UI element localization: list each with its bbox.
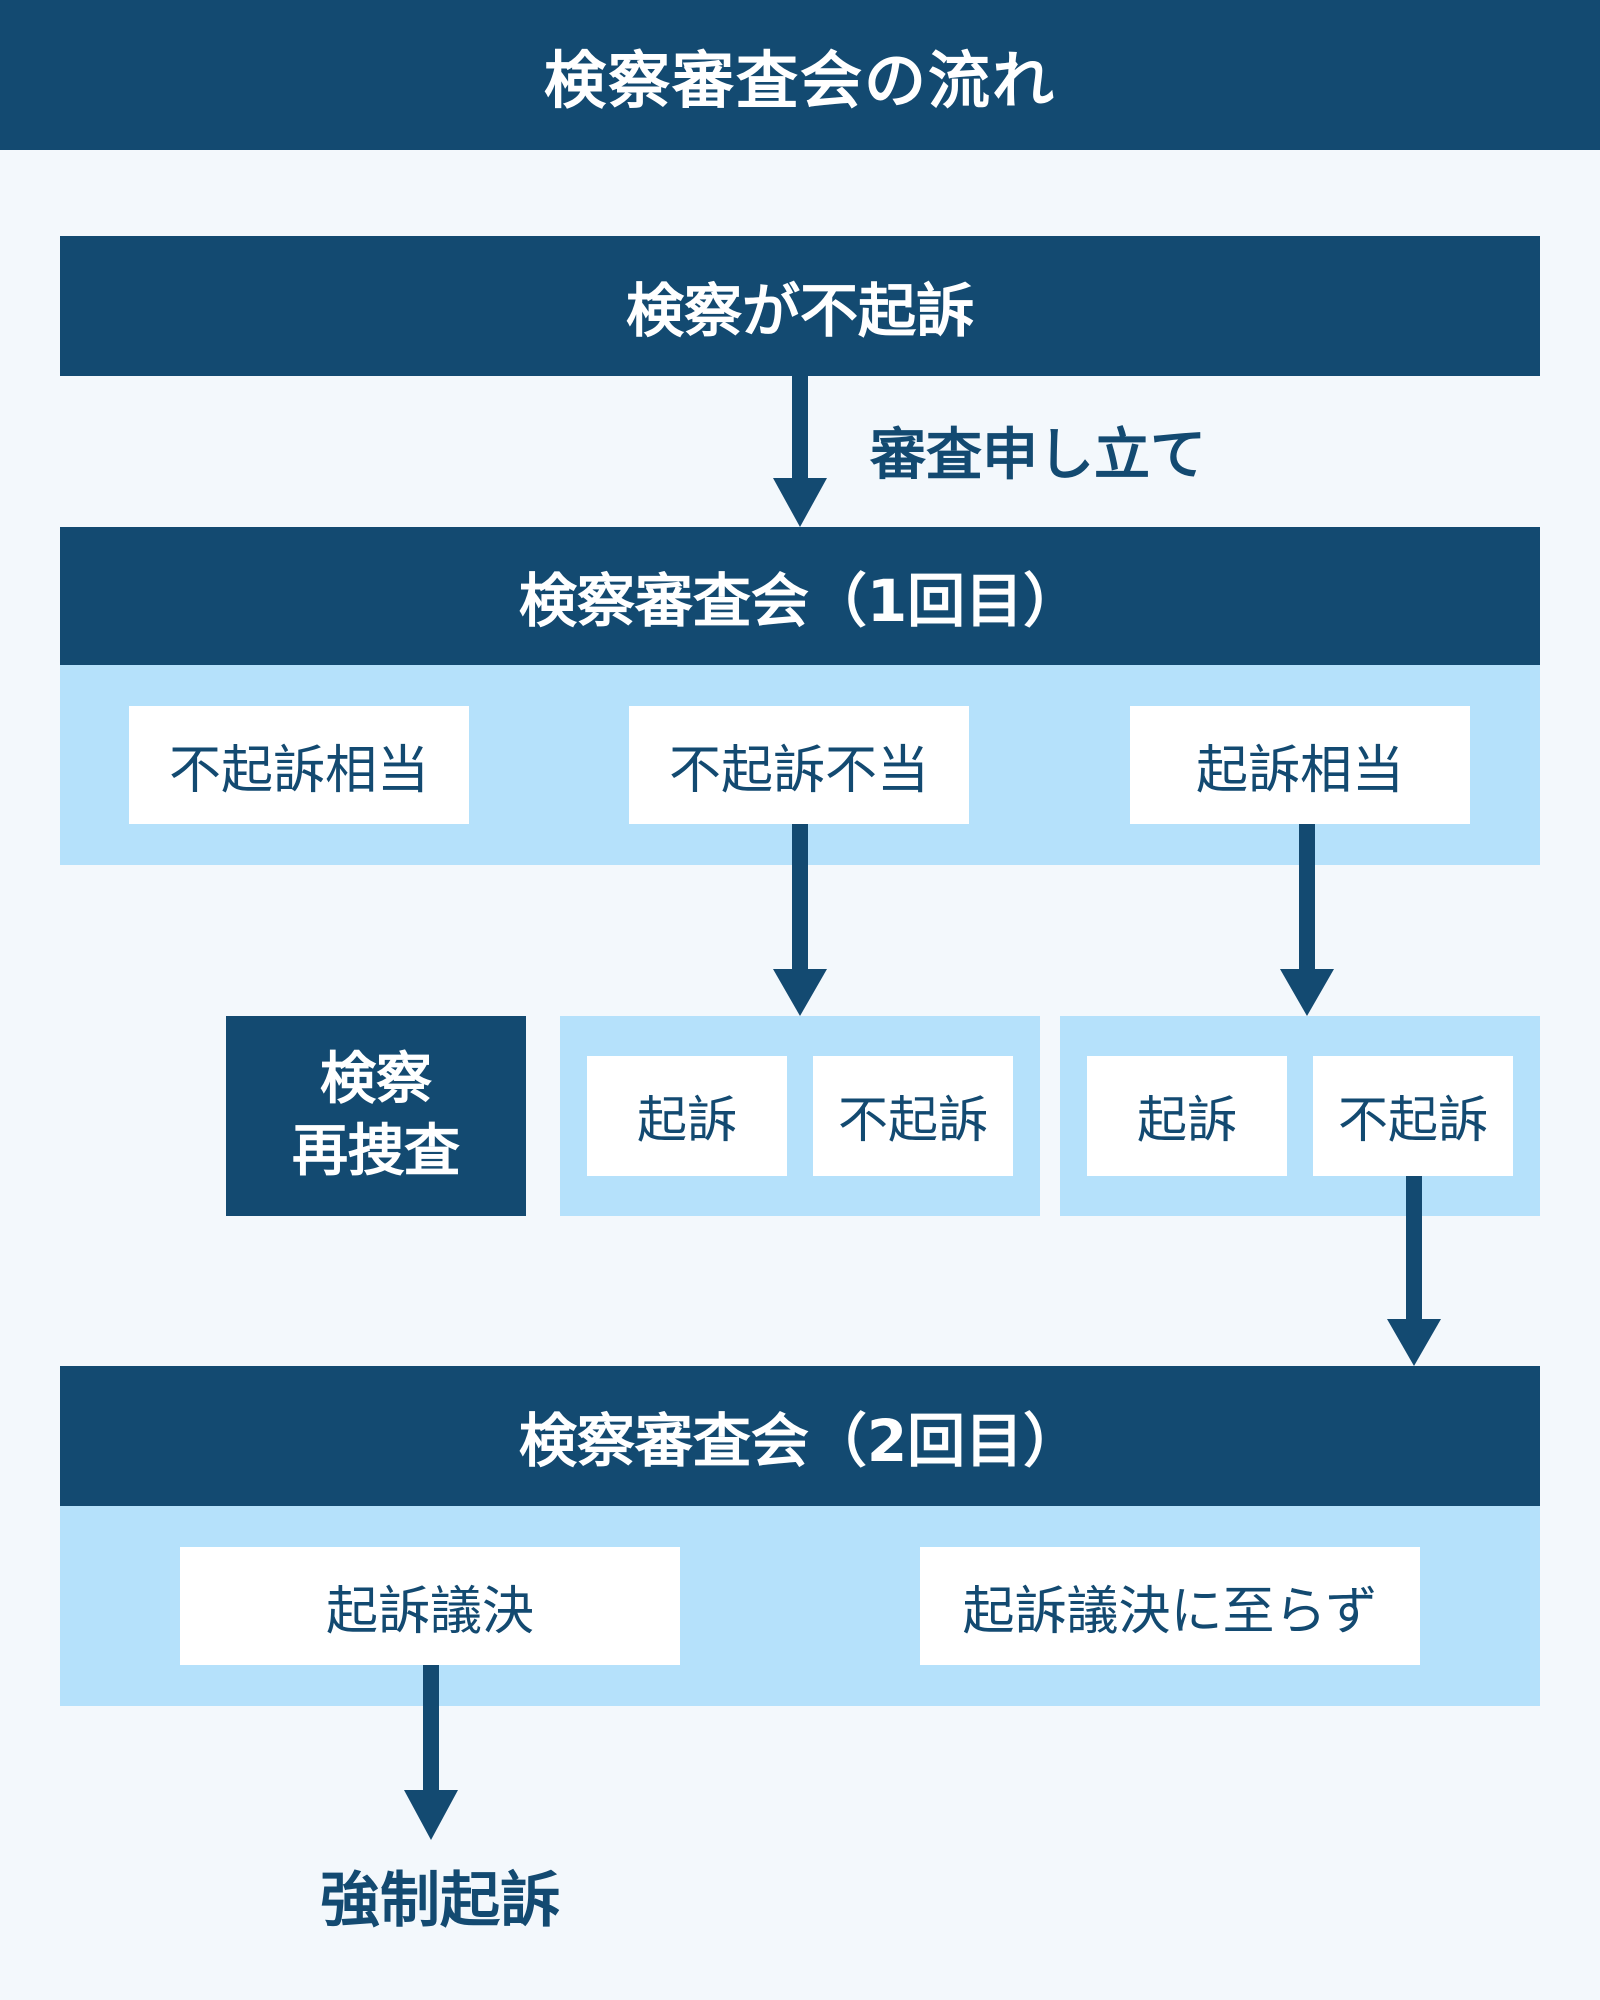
review1-option-indictment-appropriate: 起訴相当 <box>1130 706 1470 824</box>
review1-option-no-indictment-unjust: 不起訴不当 <box>629 706 969 824</box>
review2-option-indictment-resolution: 起訴議決 <box>180 1547 680 1665</box>
review2-header: 検察審査会（2回目） <box>60 1366 1540 1506</box>
prosecute-outcome-indict: 起訴 <box>1087 1056 1287 1176</box>
unjust-outcome-no-indict: 不起訴 <box>813 1056 1013 1176</box>
review1-option-no-indictment-appropriate: 不起訴相当 <box>129 706 469 824</box>
step-no-indictment: 検察が不起訴 <box>60 236 1540 376</box>
petition-label: 審査申し立て <box>870 422 1206 488</box>
review1-header: 検察審査会（1回目） <box>60 527 1540 665</box>
unjust-outcome-indict: 起訴 <box>587 1056 787 1176</box>
final-result-forced-indictment: 強制起訴 <box>320 1865 560 1936</box>
page-title: 検察審査会の流れ <box>0 0 1600 150</box>
arrow-step1-to-review1 <box>773 376 827 527</box>
prosecutor-reinvestigation: 検察 再捜査 <box>226 1016 526 1216</box>
reinvestigation-line1: 検察 <box>320 1047 432 1112</box>
review2-option-no-resolution: 起訴議決に至らず <box>920 1547 1420 1665</box>
reinvestigation-line2: 再捜査 <box>292 1119 460 1184</box>
prosecute-outcome-no-indict: 不起訴 <box>1313 1056 1513 1176</box>
